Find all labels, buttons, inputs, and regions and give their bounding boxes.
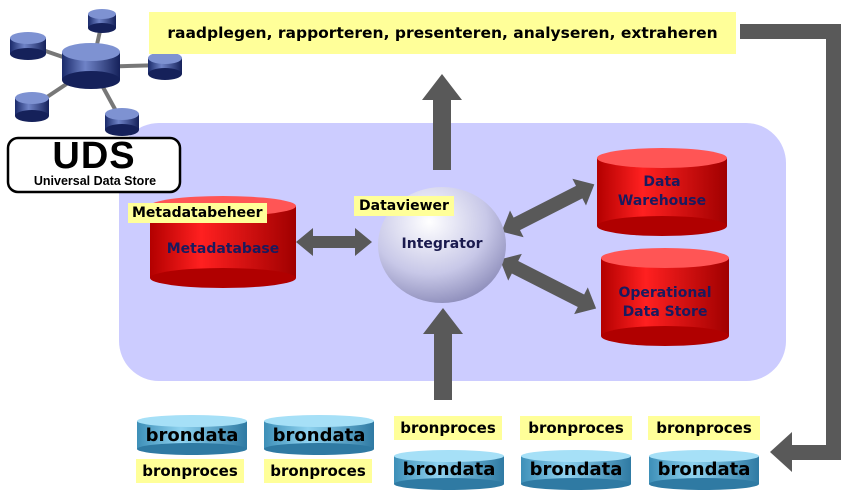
double-arrow-warehouse xyxy=(501,178,595,238)
data-warehouse-line-1: Data xyxy=(643,174,681,190)
brondata-cylinder-1 xyxy=(137,415,247,455)
data-warehouse-line-2: Warehouse xyxy=(617,193,707,209)
top-usage-label: raadplegen, rapporteren, presenteren, an… xyxy=(149,12,736,54)
brondata-text-1: brondata xyxy=(145,425,239,446)
double-arrow-ods xyxy=(499,253,597,315)
up-arrow-output xyxy=(422,74,462,170)
metadatabeheer-label: Metadatabeheer xyxy=(128,203,267,223)
bronproces-label-3: bronproces xyxy=(394,416,502,440)
uds-logo-box xyxy=(6,136,182,194)
brondata-text-2: brondata xyxy=(272,425,366,446)
brondata-text-4: brondata xyxy=(529,459,623,480)
data-warehouse-label: Data Warehouse xyxy=(597,173,727,211)
bronproces-label-1: bronproces xyxy=(136,459,244,483)
uds-network-icon xyxy=(10,9,182,136)
up-arrow-input xyxy=(423,308,463,400)
metadatabase-label: Metadatabase xyxy=(166,241,280,257)
integrator-sphere xyxy=(378,187,506,303)
ods-line-2: Data Store xyxy=(622,304,708,320)
integrator-label: Integrator xyxy=(401,236,483,252)
operational-data-store-cylinder xyxy=(601,248,729,346)
return-arrow xyxy=(740,24,841,472)
double-arrow-metadata xyxy=(296,228,372,256)
uds-logo-subtitle: Universal Data Store xyxy=(33,174,157,188)
brondata-cylinder-5 xyxy=(649,450,759,490)
bronproces-label-5: bronproces xyxy=(648,416,760,440)
brondata-cylinder-2 xyxy=(264,415,374,455)
data-warehouse-cylinder xyxy=(597,148,727,236)
brondata-cylinder-3 xyxy=(394,450,504,490)
bronproces-label-4: bronproces xyxy=(520,416,632,440)
dataviewer-label: Dataviewer xyxy=(354,196,454,216)
operational-data-store-label: Operational Data Store xyxy=(601,284,729,322)
brondata-text-5: brondata xyxy=(657,459,751,480)
brondata-cylinder-4 xyxy=(521,450,631,490)
ods-line-1: Operational xyxy=(618,285,712,301)
bronproces-label-2: bronproces xyxy=(264,459,372,483)
brondata-text-3: brondata xyxy=(402,459,496,480)
uds-logo-title: UDS xyxy=(52,135,136,177)
